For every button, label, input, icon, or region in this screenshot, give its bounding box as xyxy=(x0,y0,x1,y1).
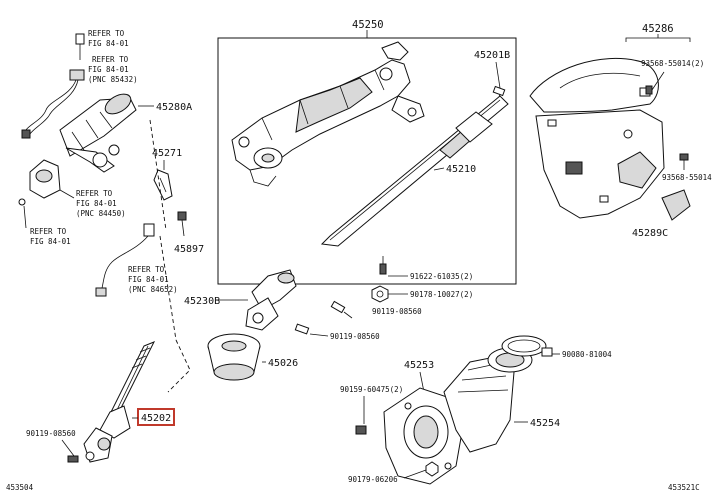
screw-45897[interactable] xyxy=(177,211,187,237)
part-number-45230b[interactable]: 45230B xyxy=(184,296,220,307)
part-number-45897[interactable]: 45897 xyxy=(174,244,204,255)
nut-90178-10027[interactable] xyxy=(371,285,389,303)
ref-label-b-1[interactable]: REFER TO xyxy=(76,189,113,198)
nut-90179-06206[interactable] xyxy=(425,461,439,477)
part-number-45250[interactable]: 45250 xyxy=(352,19,384,31)
ref-label-top-1[interactable]: REFER TO xyxy=(88,29,125,38)
part-number-90119-08560-left[interactable]: 90119-08560 xyxy=(26,429,76,438)
bolt-91622-61035[interactable] xyxy=(379,256,387,275)
sliding-yoke-shaft-45202[interactable] xyxy=(83,341,156,463)
part-number-45253[interactable]: 45253 xyxy=(404,360,434,371)
ref-label-d-3[interactable]: (PNC 84652) xyxy=(128,285,178,294)
part-number-90159-60475-2[interactable]: 90159-60475(2) xyxy=(340,385,403,394)
switch-harness-a[interactable] xyxy=(21,69,85,139)
ref-label-d-2[interactable]: FIG 84-01 xyxy=(128,275,169,284)
leader-ref-b xyxy=(59,189,75,199)
column-boot-45026[interactable] xyxy=(207,333,261,381)
sensor-harness-d[interactable] xyxy=(95,223,155,297)
leader-ref-c xyxy=(23,205,27,229)
intermediate-shaft-45230b[interactable] xyxy=(245,269,297,331)
leader-45201b xyxy=(495,61,501,89)
part-number-90178-10027[interactable]: 90178-10027(2) xyxy=(410,290,473,299)
part-number-91622-61035[interactable]: 91622-61035(2) xyxy=(410,272,473,281)
bolt-90159-60475[interactable] xyxy=(355,425,367,435)
figure-code-right: 453521C xyxy=(668,483,700,492)
bolt-90119-08560-left[interactable] xyxy=(67,455,79,463)
part-number-45202[interactable]: 45202 xyxy=(141,413,171,424)
upper-column-cover[interactable] xyxy=(529,58,659,113)
screw-93568-lower[interactable] xyxy=(679,153,689,170)
ref-label-b-2[interactable]: FIG 84-01 xyxy=(76,199,117,208)
part-number-45286[interactable]: 45286 xyxy=(642,23,674,35)
part-number-45210[interactable]: 45210 xyxy=(446,164,476,175)
highlight-frame-45202 xyxy=(137,408,175,426)
part-number-90119-08560-mid[interactable]: 90119-08560 xyxy=(330,332,380,341)
part-number-45026[interactable]: 45026 xyxy=(268,358,298,369)
ref-label-a-3[interactable]: (PNC 85432) xyxy=(88,75,138,84)
part-number-93568-55014[interactable]: 93568-55014 xyxy=(662,173,712,182)
steering-main-shaft-45210[interactable] xyxy=(320,95,509,247)
ref-label-a-1[interactable]: REFER TO xyxy=(92,55,129,64)
lock-bracket-45271[interactable] xyxy=(153,169,173,201)
part-number-45289c[interactable]: 45289C xyxy=(632,228,668,239)
cover-trim-45289c[interactable] xyxy=(661,189,691,221)
part-number-45201b[interactable]: 45201B xyxy=(474,50,510,61)
dashed-reference-line-lower xyxy=(167,339,191,393)
ref-label-d-1[interactable]: REFER TO xyxy=(128,265,165,274)
hose-clamp-90080-81004[interactable] xyxy=(501,335,553,357)
part-number-93568-55014-2[interactable]: 93568-55014(2) xyxy=(641,59,704,68)
key-switch-body[interactable] xyxy=(18,159,61,206)
part-number-45280a[interactable]: 45280A xyxy=(156,102,192,113)
screw-93568-upper[interactable] xyxy=(645,71,665,95)
leader-90119-left xyxy=(61,439,75,457)
lower-column-cover[interactable] xyxy=(535,109,665,219)
bolt-90119-08560-center[interactable] xyxy=(330,300,353,319)
ref-label-c-1[interactable]: REFER TO xyxy=(30,227,67,236)
steering-column-housing[interactable] xyxy=(231,41,425,187)
ref-label-a-2[interactable]: FIG 84-01 xyxy=(88,65,129,74)
leader-90179 xyxy=(403,469,427,479)
ref-label-c-2[interactable]: FIG 84-01 xyxy=(30,237,71,246)
ref-label-top-2[interactable]: FIG 84-01 xyxy=(88,39,129,48)
ref-label-b-3[interactable]: (PNC 84450) xyxy=(76,209,126,218)
figure-code-left: 453504 xyxy=(6,483,34,492)
leader-45210 xyxy=(433,167,445,171)
part-number-90179-06206[interactable]: 90179-06206 xyxy=(348,475,398,484)
bracket-45286 xyxy=(625,37,691,42)
part-number-90080-81004[interactable]: 90080-81004 xyxy=(562,350,612,359)
part-number-45271[interactable]: 45271 xyxy=(152,148,182,159)
hole-cover-plate-45253[interactable] xyxy=(383,387,463,485)
leader-90119-mid xyxy=(309,333,329,337)
part-number-90119-08560-center[interactable]: 90119-08560 xyxy=(372,307,422,316)
ignition-lock-assembly-45280a[interactable] xyxy=(59,90,137,173)
bolt-90119-08560-mid[interactable] xyxy=(294,323,310,335)
part-number-45254[interactable]: 45254 xyxy=(530,418,560,429)
wire-connector-top[interactable] xyxy=(75,33,85,60)
dashed-reference-line-left xyxy=(149,119,177,341)
